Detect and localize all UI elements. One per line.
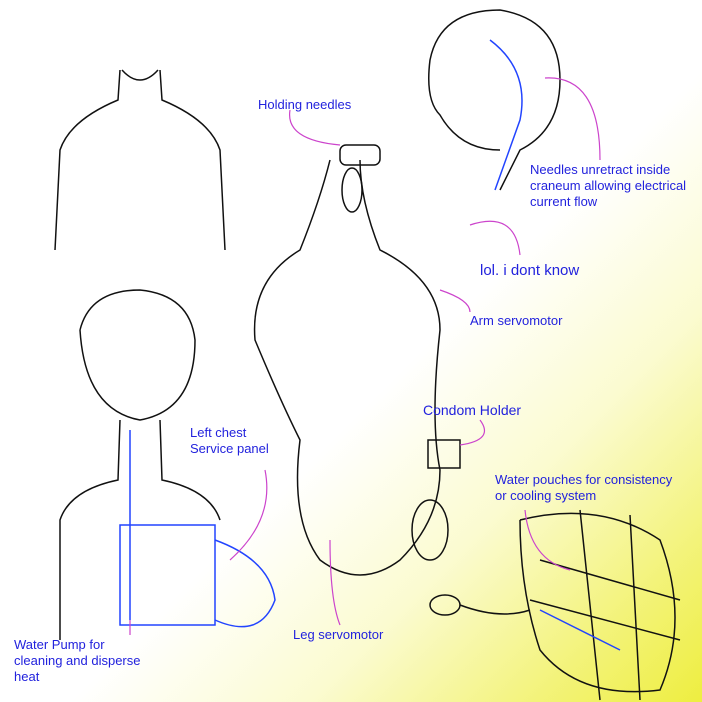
leader-lines <box>129 77 601 635</box>
figure-head-profile <box>428 9 561 191</box>
figure-center <box>253 144 461 576</box>
label-water-pump: Water Pump for cleaning and disperse hea… <box>14 637 141 684</box>
label-condom-holder: Condom Holder <box>423 402 522 418</box>
label-water-pouches: Water pouches for consistency or cooling… <box>495 472 673 503</box>
label-lol: lol. i dont know <box>480 262 580 279</box>
figure-bottom-left <box>59 289 276 640</box>
label-needles-unretract: Needles unretract inside craneum allowin… <box>530 162 687 209</box>
figure-top-left <box>54 69 226 251</box>
label-leg-servomotor: Leg servomotor <box>293 627 384 642</box>
figure-cage <box>429 509 681 701</box>
label-left-chest-panel: Left chest Service panel <box>190 425 269 456</box>
label-holding-needles: Holding needles <box>258 97 352 112</box>
label-arm-servomotor: Arm servomotor <box>470 313 563 328</box>
